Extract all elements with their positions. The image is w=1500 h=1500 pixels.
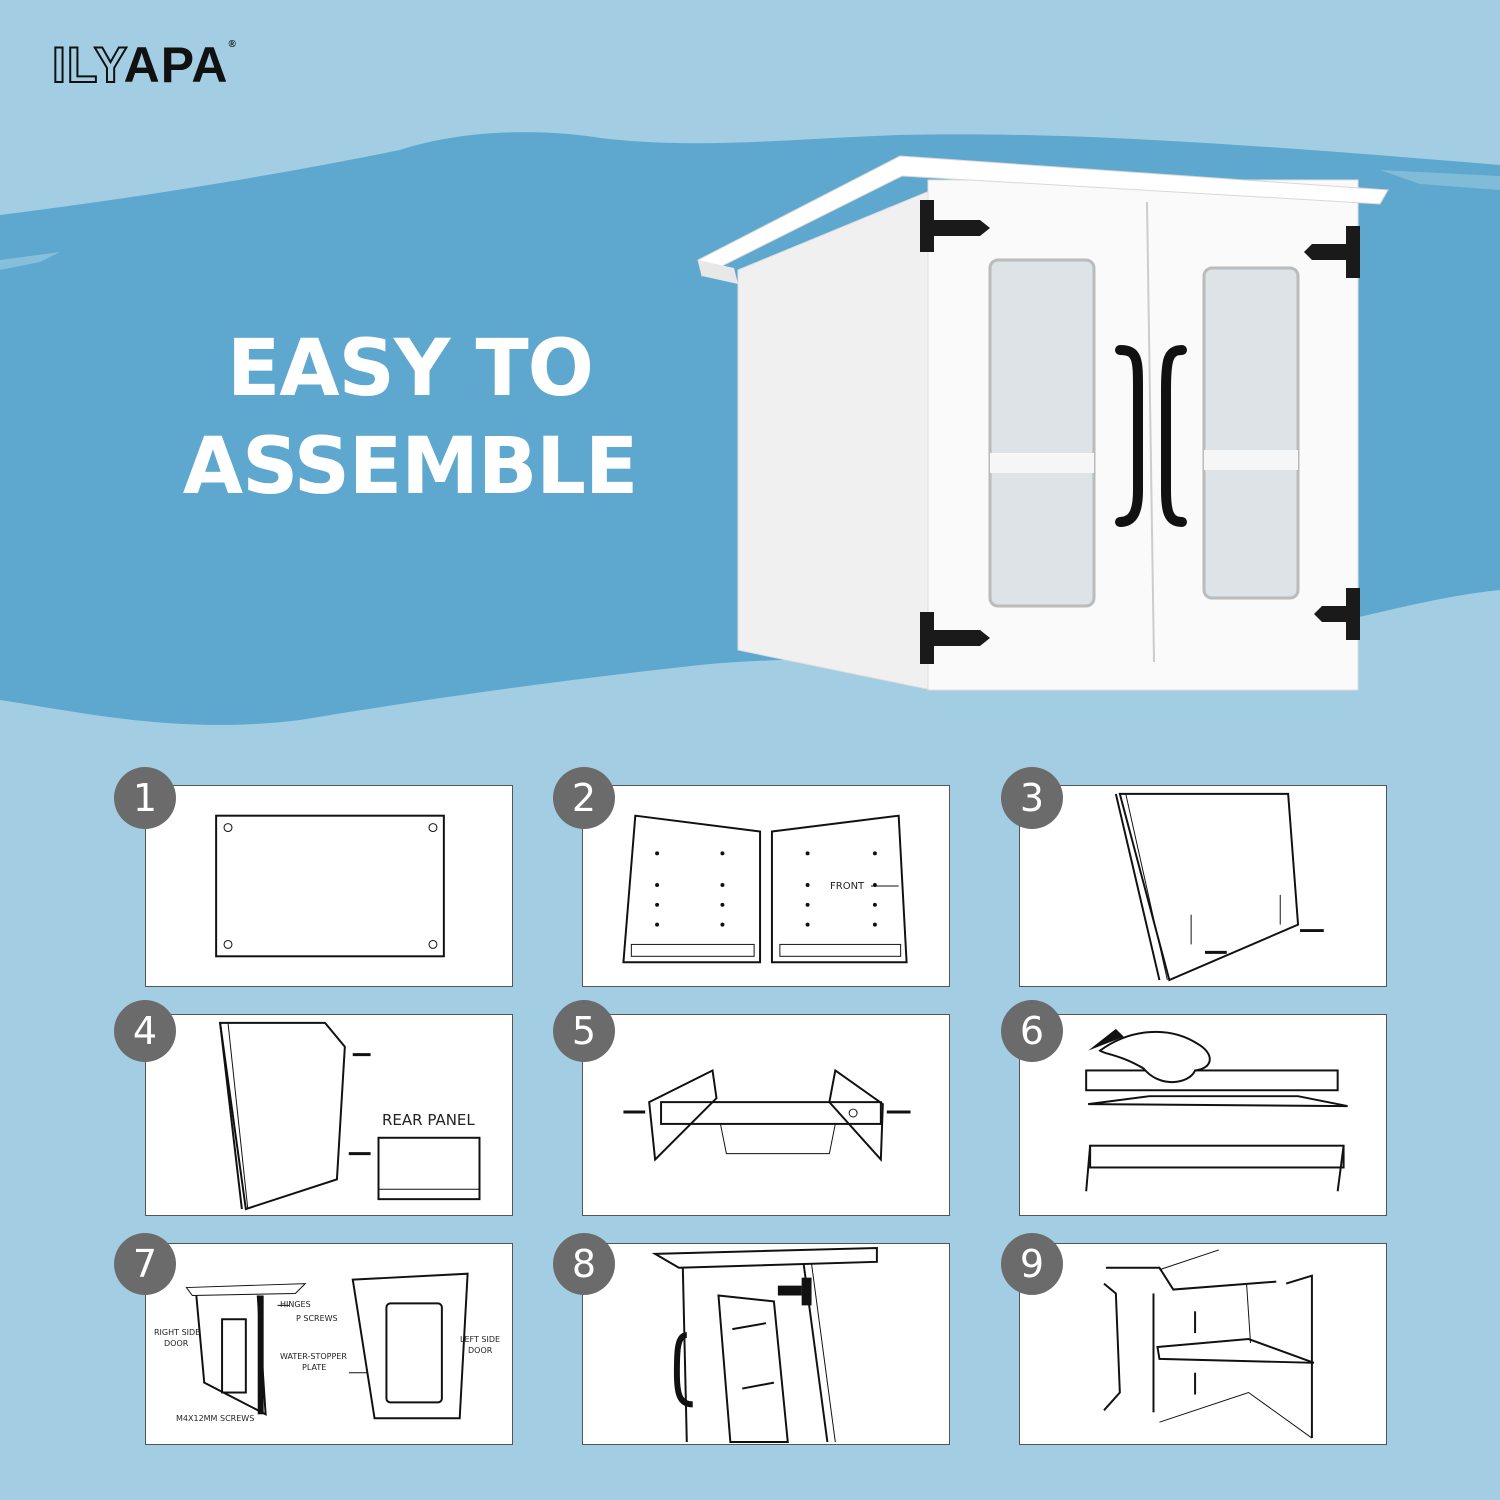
brand-name-bold: APA — [123, 37, 229, 93]
brand-name-outline: ILY — [51, 37, 124, 93]
step-7-left-side-door-label-1: LEFT SIDE — [460, 1335, 501, 1344]
step-7-p-screws-label: P SCREWS — [296, 1314, 338, 1323]
step-2-front-label: FRONT — [830, 881, 865, 892]
step-7-right-side-door-label-2: DOOR — [164, 1339, 189, 1348]
step-5-badge: 5 — [553, 1000, 615, 1062]
step-9-panel — [1019, 1243, 1387, 1445]
step-8-panel — [582, 1243, 950, 1445]
step-7-water-stopper-label-1: WATER-STOPPER — [280, 1352, 347, 1361]
step-5-panel — [582, 1014, 950, 1216]
step-7-water-stopper-label-2: PLATE — [302, 1363, 327, 1372]
step-9-badge: 9 — [1001, 1233, 1063, 1295]
step-6-panel — [1019, 1014, 1387, 1216]
registered-mark: ® — [228, 39, 237, 50]
step-1-badge: 1 — [114, 767, 176, 829]
step-1-panel — [145, 785, 513, 987]
step-3-badge: 3 — [1001, 767, 1063, 829]
step-7-right-side-door-label-1: RIGHT SIDE — [154, 1328, 201, 1337]
step-7-left-side-door-label-2: DOOR — [468, 1346, 493, 1355]
step-3-panel — [1019, 785, 1387, 987]
step-7-badge: 7 — [114, 1233, 176, 1295]
step-4-rear-panel-label: REAR PANEL — [382, 1111, 475, 1129]
headline: EASY TO ASSEMBLE — [160, 320, 660, 516]
step-8-badge: 8 — [553, 1233, 615, 1295]
cabinet-product-image — [697, 155, 1389, 691]
step-7-screws-label: M4X12MM SCREWS — [176, 1414, 255, 1423]
brand-logo: ILYAPA® — [51, 37, 237, 93]
step-2-badge: 2 — [553, 767, 615, 829]
step-4-panel: REAR PANEL — [145, 1014, 513, 1216]
step-6-badge: 6 — [1001, 1000, 1063, 1062]
step-7-hinges-label: HINGES — [280, 1300, 311, 1309]
headline-line-1: EASY TO — [227, 324, 594, 414]
step-7-panel: HINGES P SCREWS RIGHT SIDE DOOR WATER-ST… — [145, 1243, 513, 1445]
step-4-badge: 4 — [114, 1000, 176, 1062]
headline-line-2: ASSEMBLE — [182, 422, 639, 512]
step-2-panel: FRONT — [582, 785, 950, 987]
